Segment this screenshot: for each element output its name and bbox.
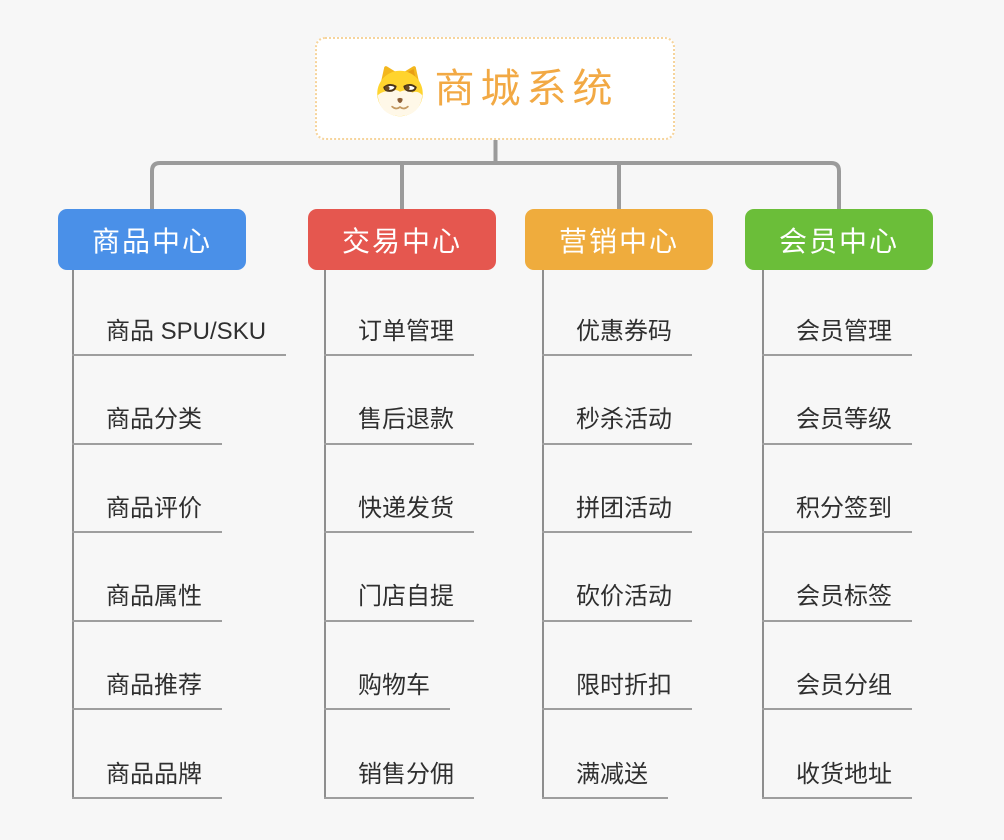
doge-icon <box>376 65 423 116</box>
branch-label: 营销中心 <box>558 225 679 257</box>
mindmap-node[interactable]: 售后退款 <box>324 356 474 445</box>
node-label: 限时折扣 <box>542 672 692 711</box>
node-label: 会员分组 <box>762 672 912 711</box>
node-label: 收货地址 <box>762 761 912 799</box>
node-label: 商品 SPU/SKU <box>72 318 287 356</box>
mindmap-node[interactable]: 商品评价 <box>72 445 286 534</box>
node-label: 商品品牌 <box>72 761 222 799</box>
branch-header-trade[interactable]: 交易中心 <box>308 209 496 270</box>
mindmap-node[interactable]: 会员标签 <box>762 533 912 622</box>
mindmap-node[interactable]: 门店自提 <box>324 533 474 622</box>
branch-items: 优惠券码 秒杀活动 拼团活动 砍价活动 限时折扣 满减送 <box>542 270 692 799</box>
branch-spine <box>72 270 74 799</box>
mindmap-node[interactable]: 购物车 <box>324 622 474 711</box>
branch-label: 商品中心 <box>91 225 212 257</box>
node-label: 会员等级 <box>762 406 912 445</box>
mindmap-node[interactable]: 商品推荐 <box>72 622 286 711</box>
branch-header-products[interactable]: 商品中心 <box>58 209 246 270</box>
node-label: 满减送 <box>542 761 668 799</box>
node-label: 商品推荐 <box>72 672 222 711</box>
branch-label: 交易中心 <box>341 225 462 257</box>
root-title: 商城系统 <box>434 66 619 111</box>
node-label: 门店自提 <box>324 584 474 622</box>
node-label: 销售分佣 <box>324 761 474 799</box>
mindmap-node[interactable]: 商品分类 <box>72 356 286 445</box>
mindmap-node[interactable]: 拼团活动 <box>542 445 692 534</box>
node-label: 商品属性 <box>72 584 222 622</box>
branch-items: 商品 SPU/SKU 商品分类 商品评价 商品属性 商品推荐 商品品牌 <box>72 270 287 799</box>
mindmap-node[interactable]: 限时折扣 <box>542 622 692 711</box>
mindmap-node[interactable]: 会员管理 <box>762 270 912 356</box>
root-node[interactable]: 商城系统 <box>315 37 675 140</box>
branch-label: 会员中心 <box>778 225 899 257</box>
branch-items: 会员管理 会员等级 积分签到 会员标签 会员分组 收货地址 <box>762 270 912 799</box>
node-label: 售后退款 <box>324 406 474 445</box>
node-label: 订单管理 <box>324 318 474 356</box>
branch-spine <box>324 270 326 799</box>
mindmap-node[interactable]: 快递发货 <box>324 445 474 534</box>
mindmap-node[interactable]: 会员等级 <box>762 356 912 445</box>
node-label: 会员标签 <box>762 584 912 622</box>
node-label: 商品评价 <box>72 495 222 534</box>
node-label: 秒杀活动 <box>542 406 692 445</box>
branch-items: 订单管理 售后退款 快递发货 门店自提 购物车 销售分佣 <box>324 270 474 799</box>
node-label: 拼团活动 <box>542 495 692 534</box>
mindmap-node[interactable]: 商品 SPU/SKU <box>72 270 287 356</box>
mindmap-node[interactable]: 销售分佣 <box>324 710 474 799</box>
mindmap-node[interactable]: 商品品牌 <box>72 710 286 799</box>
node-label: 商品分类 <box>72 406 222 445</box>
branch-spine <box>542 270 544 799</box>
mindmap-node[interactable]: 砍价活动 <box>542 533 692 622</box>
mindmap-node[interactable]: 积分签到 <box>762 445 912 534</box>
node-label: 优惠券码 <box>542 318 692 356</box>
branch-header-members[interactable]: 会员中心 <box>745 209 933 270</box>
node-label: 会员管理 <box>762 318 912 356</box>
mindmap-node[interactable]: 订单管理 <box>324 270 474 356</box>
node-label: 购物车 <box>324 672 450 711</box>
branch-spine <box>762 270 764 799</box>
mindmap-node[interactable]: 会员分组 <box>762 622 912 711</box>
mindmap-node[interactable]: 优惠券码 <box>542 270 692 356</box>
node-label: 快递发货 <box>324 495 474 534</box>
node-label: 积分签到 <box>762 495 912 534</box>
node-label: 砍价活动 <box>542 584 692 622</box>
mindmap-node[interactable]: 商品属性 <box>72 533 286 622</box>
mindmap-node[interactable]: 秒杀活动 <box>542 356 692 445</box>
mindmap-node[interactable]: 满减送 <box>542 710 692 799</box>
mindmap-node[interactable]: 收货地址 <box>762 710 912 799</box>
branch-header-marketing[interactable]: 营销中心 <box>525 209 713 270</box>
